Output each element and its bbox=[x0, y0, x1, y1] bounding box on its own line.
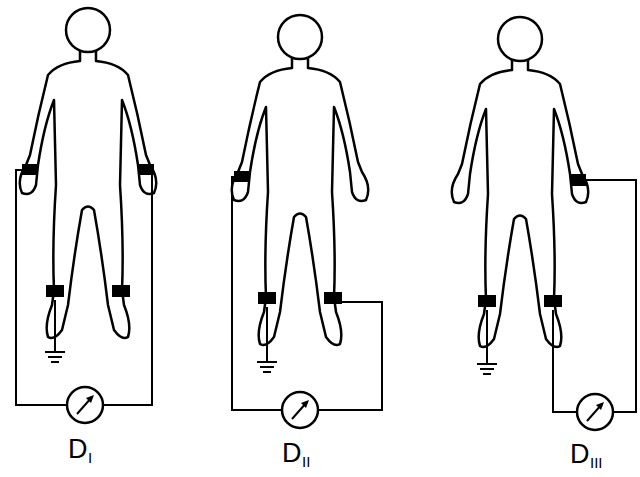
lead-wire bbox=[232, 177, 382, 410]
human-figure bbox=[232, 15, 369, 345]
ground-symbol bbox=[257, 362, 277, 372]
lead-index: I bbox=[88, 450, 92, 465]
lead-wire bbox=[16, 170, 154, 405]
electrode bbox=[234, 171, 342, 304]
galvanometer bbox=[282, 392, 318, 428]
lead-name: D bbox=[570, 441, 590, 468]
lead-name: D bbox=[68, 436, 88, 463]
lead-index: II bbox=[302, 454, 310, 469]
electrode bbox=[22, 164, 154, 297]
electrode bbox=[478, 174, 586, 307]
human-figure bbox=[20, 8, 157, 338]
galvanometer bbox=[67, 387, 103, 423]
ground-symbol bbox=[45, 352, 65, 362]
lead-wire bbox=[487, 180, 636, 412]
galvanometer bbox=[577, 394, 613, 430]
ground-symbol bbox=[477, 364, 497, 374]
lead-name: D bbox=[282, 440, 302, 467]
lead-index: III bbox=[590, 455, 603, 470]
human-figure bbox=[452, 17, 589, 347]
